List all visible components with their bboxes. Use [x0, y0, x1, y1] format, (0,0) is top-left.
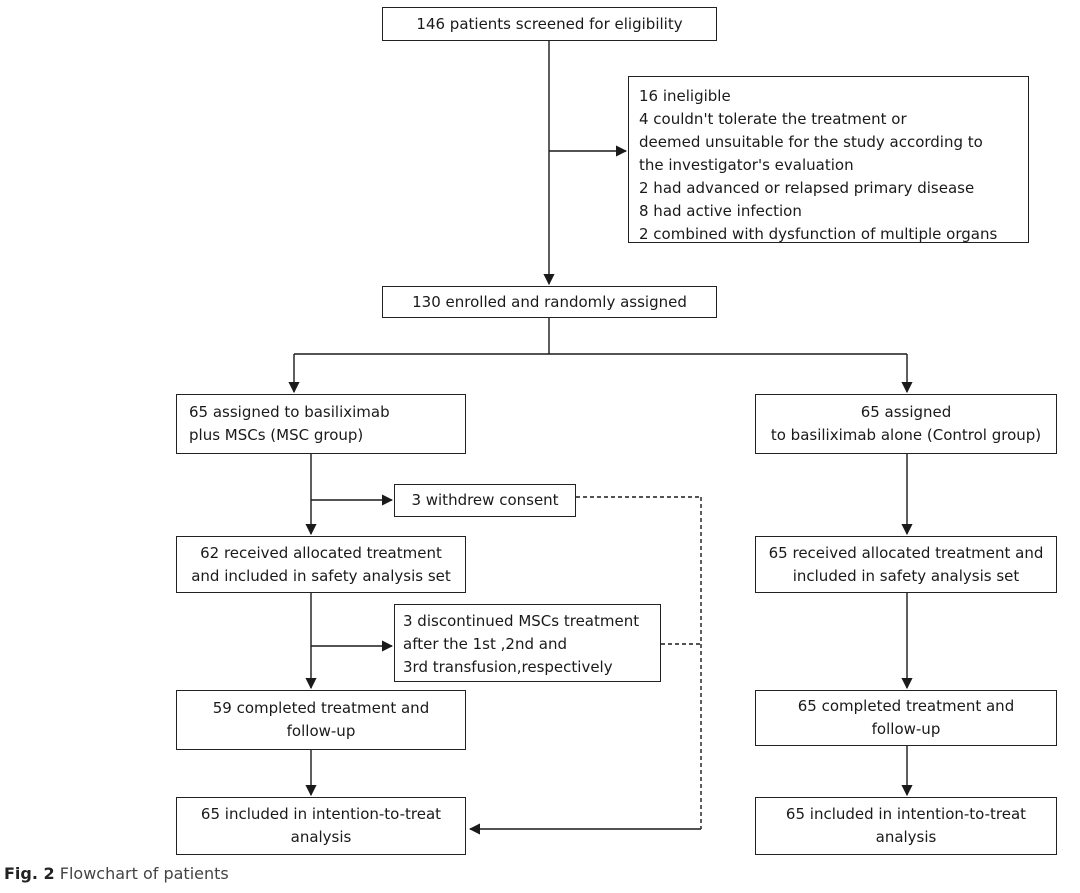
msc-itt-box: 65 included in intention-to-treat analys… [176, 797, 466, 855]
msc-assigned-box: 65 assigned to basiliximab plus MSCs (MS… [176, 394, 466, 454]
msc-assigned-line: plus MSCs (MSC group) [189, 426, 364, 444]
msc-withdrew-text: 3 withdrew consent [411, 491, 559, 509]
control-assigned-line: 65 assigned [860, 403, 952, 421]
msc-completed-line: follow-up [286, 722, 356, 740]
control-itt-line: analysis [875, 828, 937, 846]
figure-caption: Fig. 2 Flowchart of patients [4, 864, 229, 883]
ineligible-line: 2 had advanced or relapsed primary disea… [639, 179, 975, 197]
ineligible-line: 16 ineligible [639, 87, 731, 105]
control-received-line: included in safety analysis set [792, 566, 1020, 585]
enrolled-box: 130 enrolled and randomly assigned [382, 286, 717, 318]
msc-received-box: 62 received allocated treatment and incl… [176, 536, 466, 593]
screened-box: 146 patients screened for eligibility [382, 7, 717, 41]
control-assigned-line: to basiliximab alone (Control group) [770, 426, 1042, 444]
screened-text: 146 patients screened for eligibility [416, 14, 683, 33]
ineligible-line: the investigator's evaluation [639, 156, 854, 174]
ineligible-line: deemed unsuitable for the study accordin… [639, 133, 983, 151]
control-received-box: 65 received allocated treatment and incl… [755, 536, 1057, 593]
control-assigned-box: 65 assigned to basiliximab alone (Contro… [755, 394, 1057, 454]
ineligible-box: 16 ineligible 4 couldn't tolerate the tr… [628, 76, 1029, 243]
msc-itt-line: analysis [290, 828, 352, 846]
control-completed-line: follow-up [871, 720, 941, 738]
msc-discontinued-line: 3rd transfusion,respectively [403, 658, 613, 676]
control-received-line: 65 received allocated treatment and [768, 543, 1044, 562]
ineligible-line: 4 couldn't tolerate the treatment or [639, 110, 907, 128]
msc-received-line: and included in safety analysis set [191, 566, 451, 585]
control-itt-line: 65 included in intention-to-treat [785, 805, 1027, 823]
enrolled-text: 130 enrolled and randomly assigned [412, 292, 687, 311]
msc-assigned-line: 65 assigned to basiliximab [189, 403, 390, 421]
msc-discontinued-box: 3 discontinued MSCs treatment after the … [394, 604, 661, 682]
msc-withdrew-box: 3 withdrew consent [394, 484, 576, 517]
control-completed-line: 65 completed treatment and [797, 697, 1015, 715]
ineligible-line: 8 had active infection [639, 202, 802, 220]
ineligible-line: 2 combined with dysfunction of multiple … [639, 225, 998, 243]
figure-label: Fig. 2 [4, 864, 55, 883]
msc-discontinued-line: 3 discontinued MSCs treatment [403, 612, 640, 630]
msc-completed-line: 59 completed treatment and [212, 699, 430, 717]
msc-discontinued-line: after the 1st ,2nd and [403, 635, 567, 653]
control-itt-box: 65 included in intention-to-treat analys… [755, 797, 1057, 855]
msc-received-line: 62 received allocated treatment [200, 543, 442, 562]
msc-itt-line: 65 included in intention-to-treat [200, 805, 442, 823]
figure-caption-text: Flowchart of patients [59, 864, 229, 883]
control-completed-box: 65 completed treatment and follow-up [755, 690, 1057, 746]
msc-completed-box: 59 completed treatment and follow-up [176, 690, 466, 750]
